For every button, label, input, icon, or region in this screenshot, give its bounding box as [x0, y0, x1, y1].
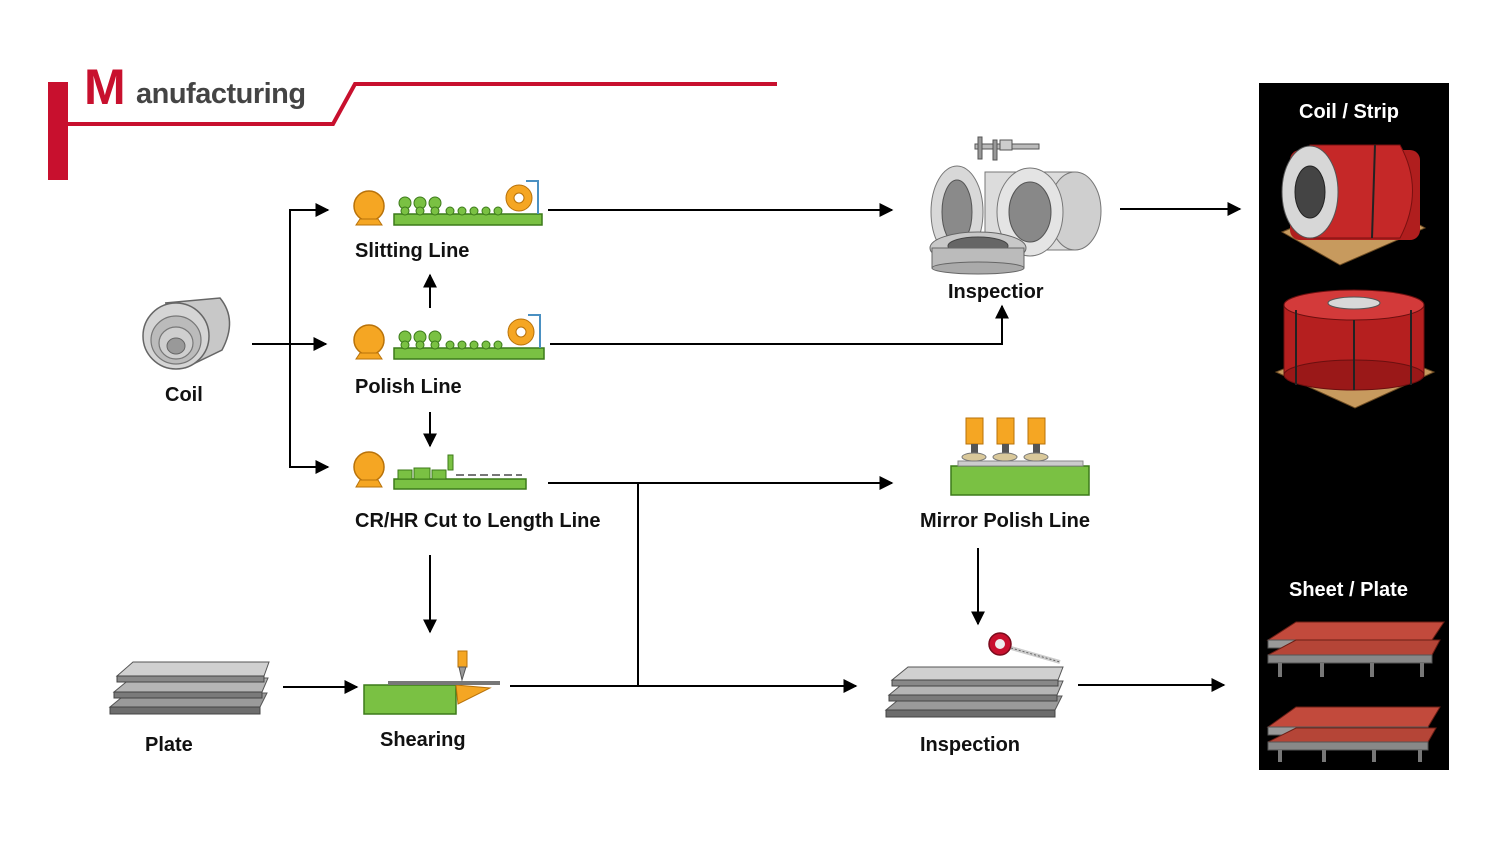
node-mirror-polish-label: Mirror Polish Line	[920, 510, 1091, 532]
node-shearing-label: Shearing	[380, 729, 466, 751]
node-coil-label: Coil	[165, 384, 203, 406]
product-coil-strip-label: Coil / Strip	[1299, 101, 1399, 123]
node-inspection-top-label: Inspectior	[948, 281, 1044, 303]
node-slitting-line-label: Slitting Line	[355, 240, 470, 262]
node-plate-label: Plate	[145, 734, 193, 756]
product-sheet-plate-label: Sheet / Plate	[1289, 579, 1408, 601]
node-polish-line-label: Polish Line	[355, 376, 462, 398]
header-bar-graphic	[48, 82, 777, 180]
arrow-coil-to-slitting	[289, 203, 330, 344]
products-panel	[1259, 83, 1449, 770]
arrow-polish-to-inspection	[550, 304, 1009, 345]
header-title-initial: M	[84, 59, 126, 115]
node-inspection-bottom-label: Inspection	[920, 734, 1021, 756]
node-cut-to-length-label: CR/HR Cut to Length Line	[355, 510, 601, 532]
arrow-coil-to-ctl	[289, 344, 330, 474]
header-title: anufacturing	[136, 78, 306, 110]
